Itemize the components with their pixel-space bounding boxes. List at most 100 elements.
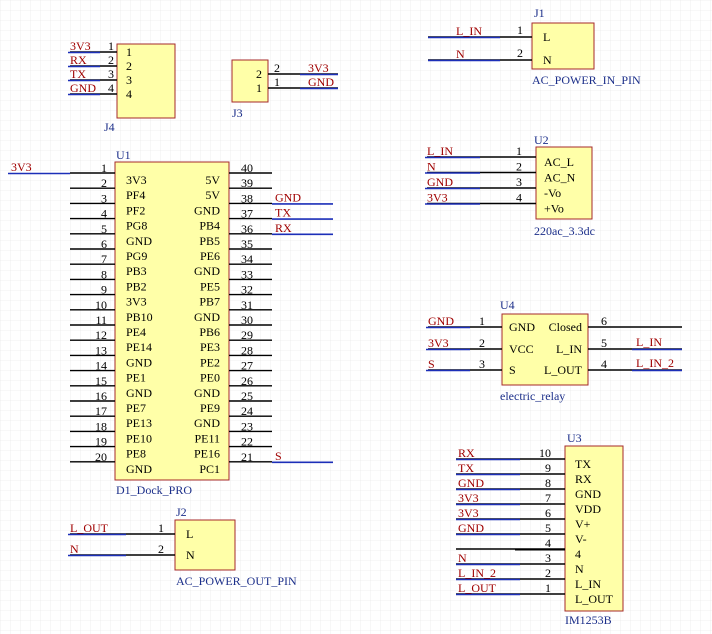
pin-name: PB5: [199, 234, 220, 248]
pin-number: 2: [101, 176, 107, 190]
pin-number: 3: [516, 175, 522, 189]
pin-name: VDD: [575, 502, 601, 516]
component-u1[interactable]: 13V33V32PF43PF24PG85GND6PG97PB38PB293V31…: [8, 148, 333, 497]
pin-name: PB7: [199, 295, 220, 309]
pin-name: PE14: [126, 340, 152, 354]
pin-number: 7: [545, 491, 551, 505]
pin-name: PF2: [126, 203, 145, 217]
net-label: 3V3: [11, 160, 32, 174]
pin-name: PB3: [126, 264, 147, 278]
component-body: [174, 519, 236, 571]
pin-name: -Vo: [544, 186, 561, 200]
pin-name: PC1: [199, 462, 220, 476]
pin-number: 2: [517, 46, 523, 60]
component-body: [116, 43, 176, 119]
pin-number: 8: [545, 476, 551, 490]
pin-name: AC_L: [544, 155, 574, 169]
pin-number: 23: [241, 419, 253, 433]
pin-name: PE1: [126, 371, 146, 385]
pin-number: 1: [158, 521, 164, 535]
pin-number: 36: [241, 222, 253, 236]
net-label: TX: [70, 67, 86, 81]
pin-number: 15: [95, 374, 107, 388]
pin-number: 35: [241, 237, 253, 251]
pin-name: PG9: [126, 249, 147, 263]
pin-name: L: [186, 527, 193, 541]
pin-name: GND: [194, 416, 220, 430]
pin-name: PE8: [126, 447, 146, 461]
pin-number: 27: [241, 359, 253, 373]
pin-name: PE9: [200, 401, 220, 415]
pin-number: 34: [241, 252, 253, 266]
component-body: [114, 161, 230, 481]
pin-number: 39: [241, 176, 253, 190]
pin-name: GND: [194, 264, 220, 278]
pin-number: 40: [241, 161, 253, 175]
component-u3[interactable]: 10TXRX9RXTX8GNDGND7VDD3V36V+3V35V-GND443…: [456, 431, 624, 627]
pin-number: 5: [545, 521, 551, 535]
pin-name: GND: [194, 386, 220, 400]
component-body: [501, 313, 589, 386]
net-label: N: [458, 551, 467, 565]
pin-name: PB6: [199, 325, 220, 339]
net-label: GND: [428, 314, 454, 328]
net-label: 3V3: [428, 336, 449, 350]
pin-number: 37: [241, 207, 253, 221]
net-label: S: [428, 357, 435, 371]
pin-number: 1: [274, 75, 280, 89]
pin-number: 1: [479, 314, 485, 328]
pin-number: 2: [479, 336, 485, 350]
net-label: L_IN: [456, 24, 482, 38]
pin-number: 7: [101, 252, 107, 266]
pin-name: 3V3: [126, 295, 147, 309]
designator: U4: [500, 298, 515, 312]
pin-name: PG8: [126, 219, 147, 233]
pin-number: 4: [516, 191, 522, 205]
pin-number: 33: [241, 267, 253, 281]
designator: J4: [104, 120, 115, 134]
net-label: L_IN_2: [458, 566, 496, 580]
pin-number: 9: [101, 283, 107, 297]
component-body: [564, 445, 624, 612]
pin-number: 19: [95, 435, 107, 449]
net-label: L_IN_2: [636, 356, 674, 370]
pin-number: 12: [95, 328, 107, 342]
pin-number: 10: [539, 446, 551, 460]
pin-number: 1: [517, 23, 523, 37]
pin-number: 2: [108, 53, 114, 67]
pin-number: 22: [241, 435, 253, 449]
pin-name: 5V: [205, 188, 220, 202]
pin-number: 31: [241, 298, 253, 312]
pin-name: GND: [575, 487, 601, 501]
pin-name: 3: [126, 73, 132, 87]
net-label: 3V3: [70, 39, 91, 53]
net-label: L_IN: [636, 335, 662, 349]
pin-name: 1: [256, 81, 262, 95]
comment: AC_POWER_IN_PIN: [532, 73, 641, 87]
pin-name: PB4: [199, 219, 220, 233]
pin-number: 18: [95, 419, 107, 433]
pin-number: 32: [241, 283, 253, 297]
pin-number: 4: [545, 536, 551, 550]
pin-name: GND: [194, 310, 220, 324]
pin-name: 3V3: [126, 173, 147, 187]
component-u2[interactable]: 1AC_LL_IN2AC_NN3-VoGND4+Vo3V3U2220ac_3.3…: [425, 133, 595, 238]
pin-name: GND: [194, 203, 220, 217]
pin-number: 2: [545, 566, 551, 580]
pin-name: GND: [126, 234, 152, 248]
pin-name: TX: [575, 457, 591, 471]
pin-number: 28: [241, 343, 253, 357]
pin-name: PE6: [200, 249, 220, 263]
net-label: L_IN: [427, 144, 453, 158]
pin-name: PE2: [200, 355, 220, 369]
net-label: RX: [458, 446, 475, 460]
pin-number: 24: [241, 404, 253, 418]
pin-number: 21: [241, 450, 253, 464]
pin-name: GND: [509, 320, 535, 334]
